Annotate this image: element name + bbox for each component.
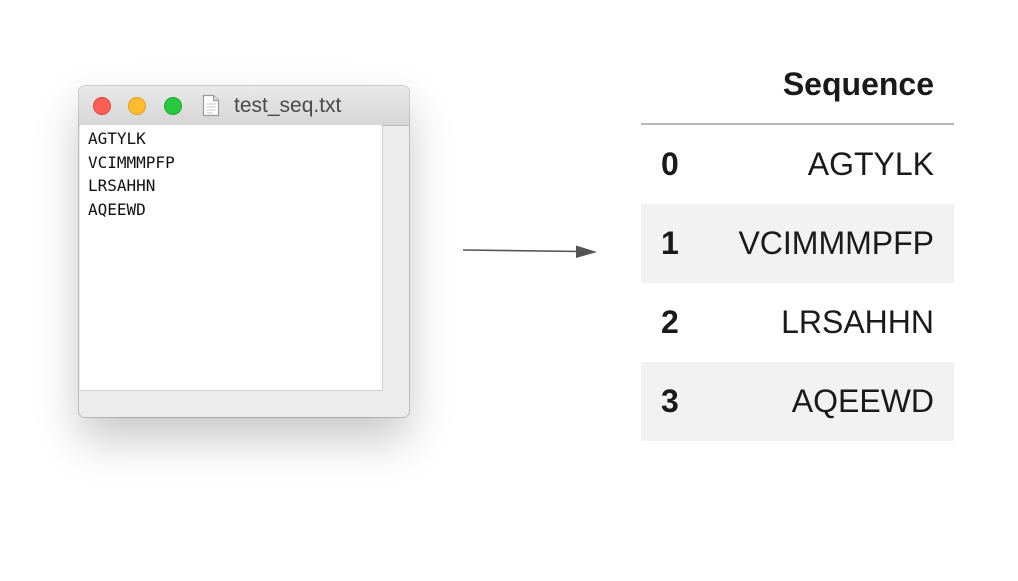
row-index: 2 <box>661 304 679 340</box>
text-line: AQEEWD <box>88 199 146 219</box>
row-index: 3 <box>661 383 679 419</box>
table-row: 3 AQEEWD <box>641 362 954 441</box>
text-editor-window: test_seq.txt AGTYLK VCIMMMPFP LRSAHHN AQ… <box>79 86 409 417</box>
window-title: test_seq.txt <box>234 94 342 117</box>
row-value: VCIMMMPFP <box>738 225 934 261</box>
text-line: AGTYLK <box>88 129 146 148</box>
close-window-button[interactable] <box>93 97 111 115</box>
window-titlebar[interactable]: test_seq.txt <box>79 86 409 126</box>
minimize-window-button[interactable] <box>128 97 146 115</box>
dataframe-table: Sequence 0 AGTYLK 1 VCIMMMPFP 2 LRSAHHN … <box>641 46 954 441</box>
table-row: 0 AGTYLK <box>641 125 954 204</box>
text-line: LRSAHHN <box>88 176 156 195</box>
row-index: 1 <box>661 225 679 261</box>
row-index: 0 <box>661 146 679 182</box>
document-icon <box>202 94 220 117</box>
zoom-window-button[interactable] <box>164 97 182 115</box>
text-line: VCIMMMPFP <box>88 152 175 172</box>
row-value: LRSAHHN <box>781 304 934 340</box>
right-arrow-icon <box>463 245 597 258</box>
table-row: 2 LRSAHHN <box>641 283 954 362</box>
row-value: AQEEWD <box>791 383 934 419</box>
text-content-area[interactable]: AGTYLK VCIMMMPFP LRSAHHN AQEEWD <box>80 125 383 391</box>
table-row: 1 VCIMMMPFP <box>641 204 954 283</box>
text-lines: AGTYLK VCIMMMPFP LRSAHHN AQEEWD <box>88 127 175 221</box>
table-header: Sequence <box>641 46 954 125</box>
column-header-sequence: Sequence <box>782 66 934 102</box>
row-value: AGTYLK <box>807 146 934 182</box>
